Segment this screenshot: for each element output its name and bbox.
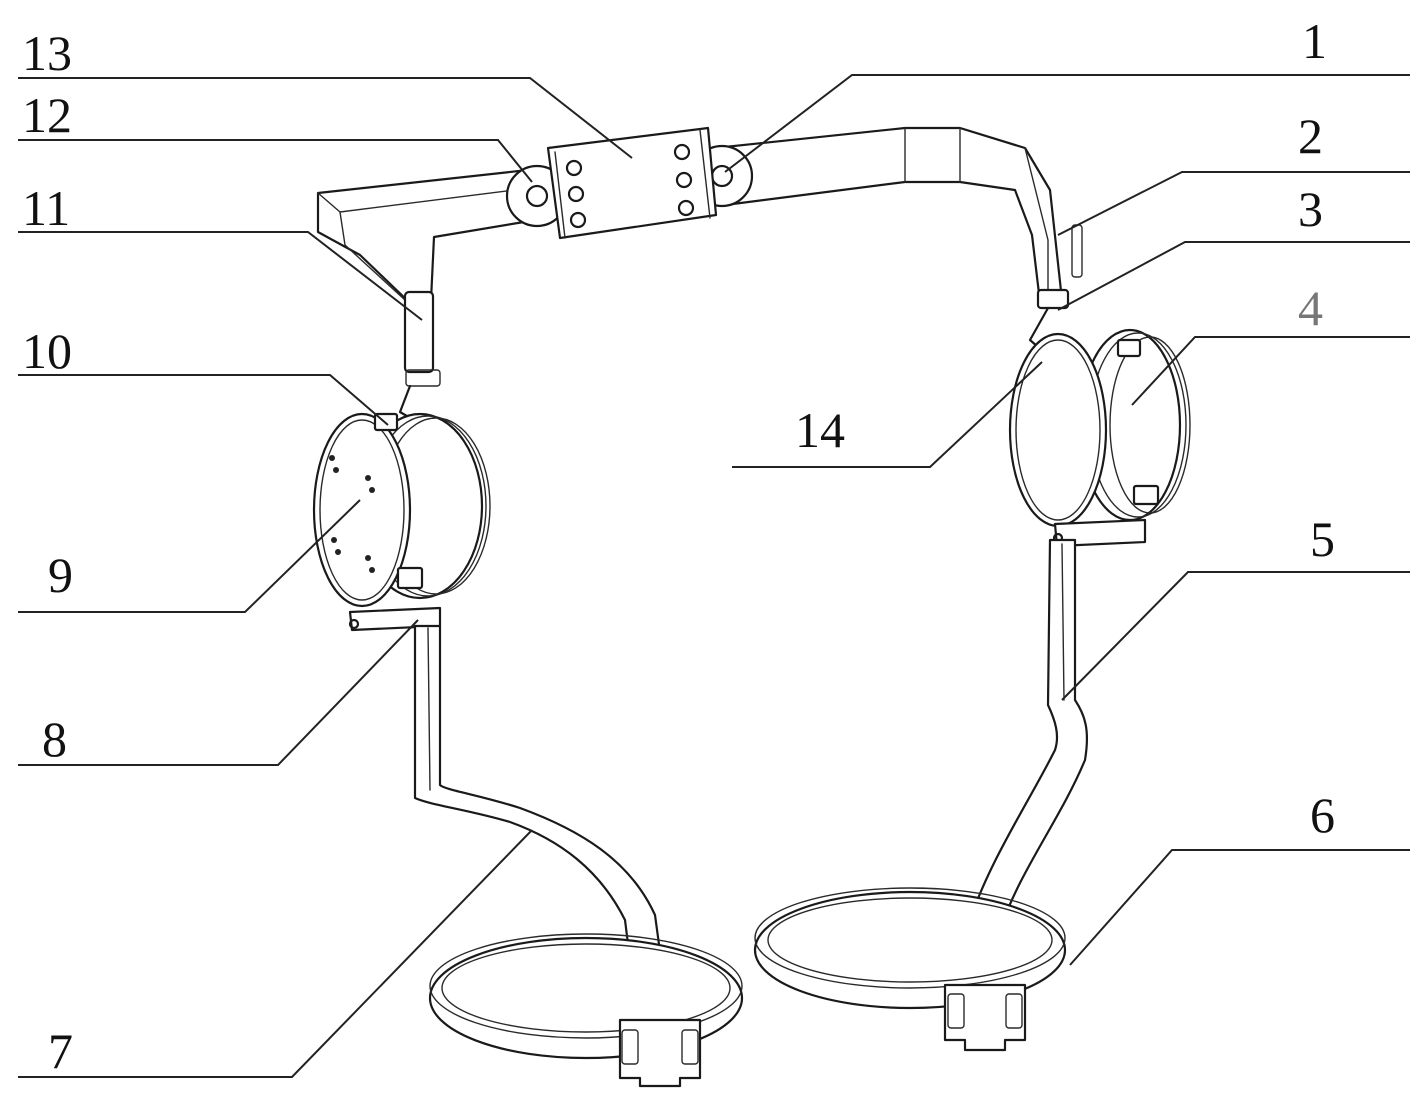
right-waist-bar — [713, 126, 1064, 304]
label-9: 9 — [48, 547, 73, 603]
label-6: 6 — [1310, 787, 1335, 843]
label-4: 4 — [1298, 280, 1323, 336]
leader-4 — [1131, 336, 1410, 406]
label-1: 1 — [1302, 13, 1327, 69]
label-14: 14 — [795, 402, 845, 458]
label-8: 8 — [42, 711, 67, 767]
left-leg-cuff — [428, 933, 744, 1088]
left-waist-bar — [316, 168, 538, 305]
leader-5 — [1061, 571, 1410, 701]
leader-lines — [18, 74, 1410, 1078]
leader-3 — [1057, 241, 1410, 311]
center-connector-plate — [546, 126, 718, 240]
leader-9 — [18, 499, 361, 613]
leader-8 — [18, 619, 419, 766]
label-5: 5 — [1310, 511, 1335, 567]
leader-12 — [18, 139, 533, 183]
label-2: 2 — [1298, 108, 1323, 164]
label-7: 7 — [48, 1023, 73, 1079]
label-10: 10 — [22, 323, 72, 379]
label-12: 12 — [22, 87, 72, 143]
leader-6 — [1069, 849, 1410, 966]
leader-2 — [1057, 171, 1410, 236]
leader-7 — [18, 829, 533, 1078]
right-leg-cuff — [753, 887, 1067, 1052]
label-13: 13 — [22, 25, 72, 81]
waist-frame — [316, 126, 1083, 305]
leader-13 — [18, 77, 633, 159]
leader-11 — [18, 231, 423, 321]
right-hip-motor — [1008, 328, 1191, 528]
left-hip-motor — [312, 412, 491, 608]
leader-1 — [724, 74, 1410, 173]
leader-14 — [732, 361, 1043, 468]
right-thigh-bracket — [1052, 518, 1147, 548]
label-3: 3 — [1298, 181, 1323, 237]
label-11: 11 — [22, 180, 70, 236]
callout-labels: 1 2 3 4 5 6 7 8 9 10 11 12 13 14 — [22, 13, 1335, 1079]
leader-10 — [18, 374, 389, 426]
